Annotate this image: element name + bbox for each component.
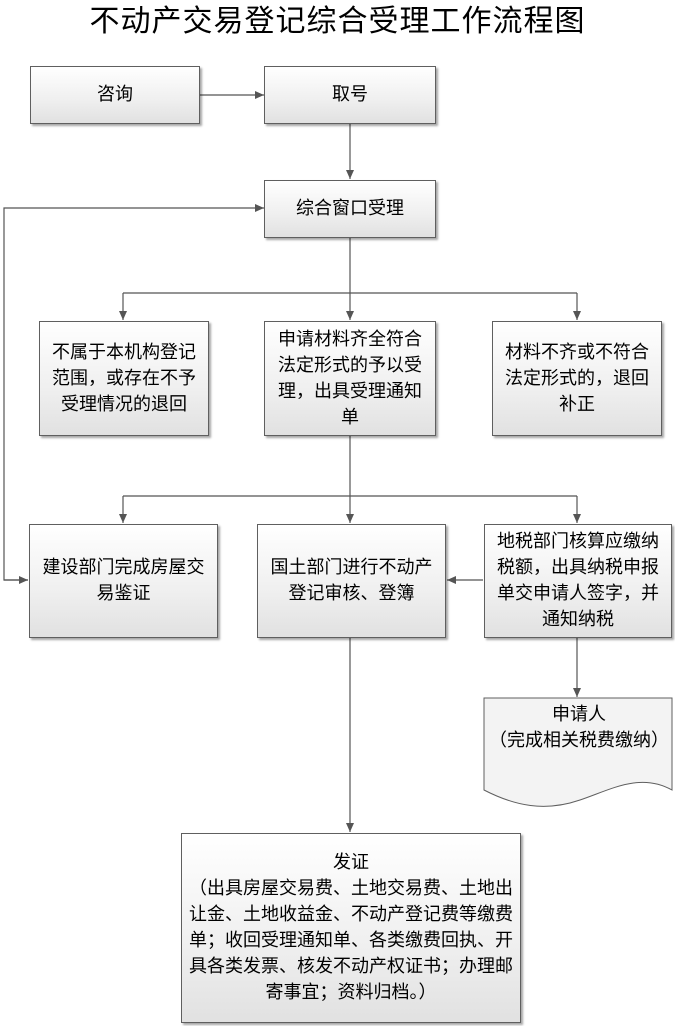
- certificate-detail: （出具房屋交易费、土地交易费、土地出让金、土地收益金、不动产登记费等缴费单；收回…: [189, 878, 513, 1003]
- tax-label: 地税部门核算应缴纳税额，出具纳税申报单交申请人签字，并通知纳税: [497, 531, 659, 630]
- construction-label: 建设部门完成房屋交易鉴证: [42, 557, 205, 604]
- land-box: 国土部门进行不动产登记审核、登簿: [257, 524, 446, 638]
- certificate-title: 发证: [333, 852, 369, 873]
- incomplete-box: 材料不齐或不符合法定形式的，退回补正: [492, 321, 662, 436]
- page-title: 不动产交易登记综合受理工作流程图: [89, 4, 586, 39]
- window-label: 综合窗口受理: [296, 198, 404, 219]
- accept-box: 申请材料齐全符合法定形式的予以受理，出具受理通知单: [264, 321, 436, 436]
- take-number-box: 取号: [264, 66, 436, 124]
- applicant-detail: （完成相关税费缴纳）: [489, 730, 669, 751]
- land-label: 国土部门进行不动产登记审核、登簿: [270, 557, 433, 604]
- tax-box: 地税部门核算应缴纳税额，出具纳税申报单交申请人签字，并通知纳税: [484, 524, 672, 638]
- certificate-box: 发证 （出具房屋交易费、土地交易费、土地出让金、土地收益金、不动产登记费等缴费单…: [181, 833, 521, 1023]
- consult-box: 咨询: [30, 66, 200, 124]
- take-number-label: 取号: [332, 84, 368, 105]
- reject-box: 不属于本机构登记范围，或存在不予受理情况的退回: [39, 321, 209, 436]
- accept-label: 申请材料齐全符合法定形式的予以受理，出具受理通知单: [278, 328, 422, 428]
- window-box: 综合窗口受理: [264, 180, 436, 238]
- construction-box: 建设部门完成房屋交易鉴证: [29, 524, 218, 638]
- reject-label: 不属于本机构登记范围，或存在不予受理情况的退回: [52, 341, 196, 415]
- applicant-document-shape: [483, 697, 673, 807]
- consult-label: 咨询: [97, 84, 133, 105]
- incomplete-label: 材料不齐或不符合法定形式的，退回补正: [505, 341, 649, 415]
- applicant-title: 申请人: [552, 704, 606, 725]
- applicant-text: 申请人 （完成相关税费缴纳）: [486, 702, 672, 754]
